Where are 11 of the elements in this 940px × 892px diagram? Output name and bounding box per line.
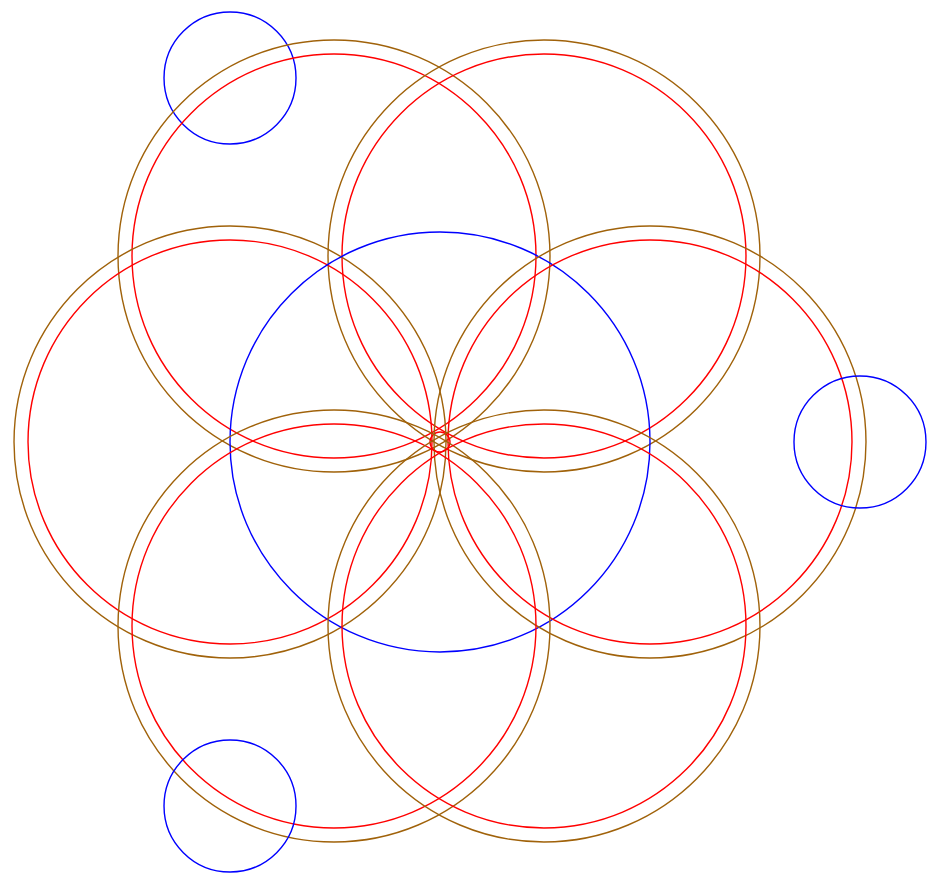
double-ring: [117, 39, 551, 473]
double-ring: [433, 225, 867, 659]
double-ring: [327, 39, 761, 473]
circle: [163, 11, 297, 145]
double-ring: [117, 409, 551, 843]
double-ring: [13, 225, 447, 659]
circle: [429, 431, 451, 453]
double-ring: [327, 409, 761, 843]
circle: [793, 375, 927, 509]
circle: [229, 231, 651, 653]
circle: [163, 739, 297, 873]
